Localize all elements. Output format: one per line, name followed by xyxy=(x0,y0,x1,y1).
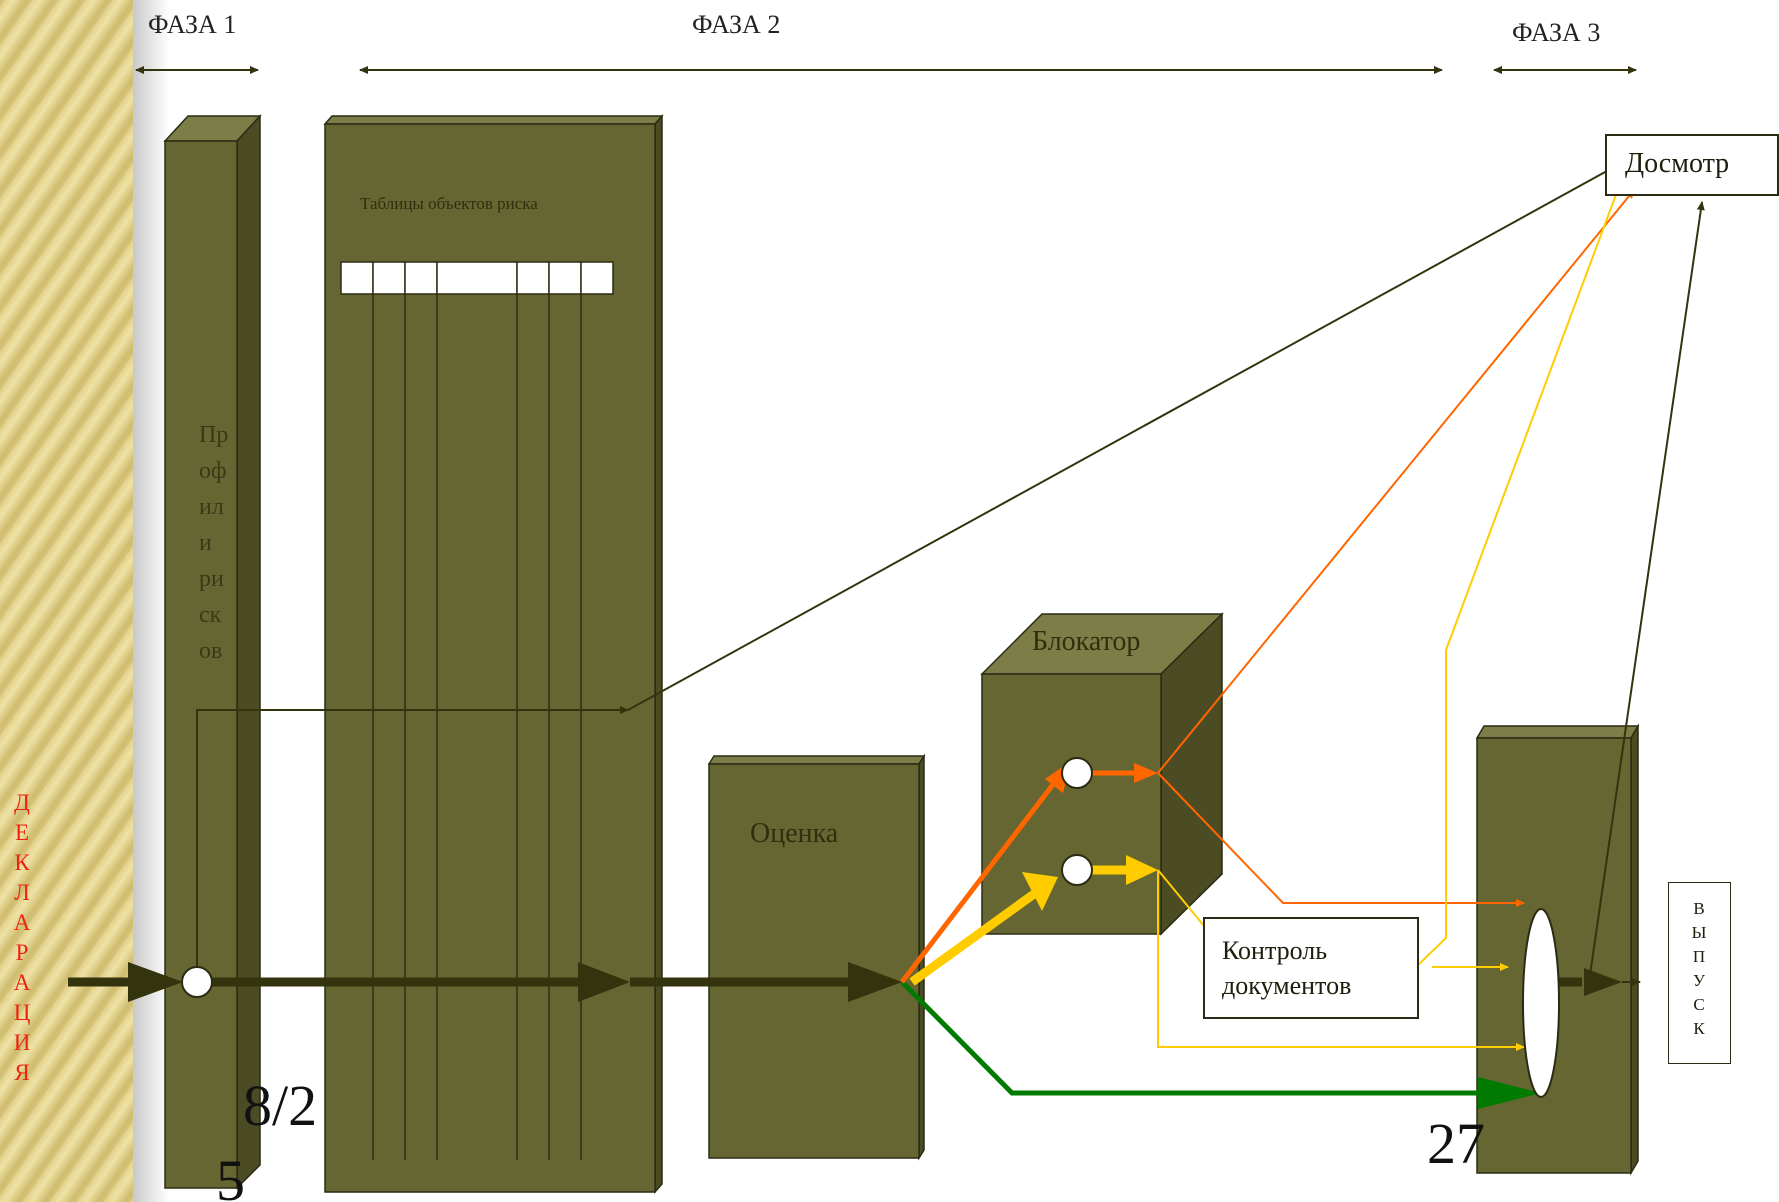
declaration-letter: Д xyxy=(14,790,30,815)
phase-2-label: ФАЗА 2 xyxy=(692,10,781,39)
risk-profiles-letter: Пр xyxy=(199,422,229,448)
risk-profiles-letter: ск xyxy=(199,602,222,628)
document-control-line: Контроль xyxy=(1222,936,1328,965)
band-edge-shadow xyxy=(133,0,169,1202)
red-route-to-gate xyxy=(1157,772,1525,907)
inspection-box: Досмотр xyxy=(1605,134,1779,196)
phase-3-label: ФАЗА 3 xyxy=(1512,18,1601,47)
evaluation-block xyxy=(707,753,926,1161)
risk-profiles-letter: ов xyxy=(199,638,223,664)
declaration-letter: Е xyxy=(14,820,30,845)
release-letter: П xyxy=(1692,947,1706,966)
inspection-label: Досмотр xyxy=(1625,148,1730,179)
document-control-label: Контроль документов xyxy=(1222,933,1351,1003)
risk-profiles-letter: ил xyxy=(199,494,224,520)
risk-tables-title: Таблицы объектов риска xyxy=(360,194,538,213)
risk-profiles-letter: и xyxy=(199,530,212,556)
red-route-to-inspection xyxy=(1157,189,1635,774)
declaration-letter: А xyxy=(13,910,31,935)
yellow-route-to-inspection xyxy=(1415,183,1621,968)
release-gate-lens xyxy=(1522,908,1560,1098)
document-control-line: документов xyxy=(1222,971,1352,1000)
release-label: В Ы П У С К xyxy=(1669,897,1729,1041)
blocker-label: Блокатор xyxy=(1032,626,1141,657)
declaration-letter: А xyxy=(13,970,31,995)
release-letter: К xyxy=(1693,1019,1705,1038)
release-to-inspection-route xyxy=(1588,201,1705,983)
page-number: 27 xyxy=(1427,1111,1485,1176)
yellow-route-to-gate xyxy=(1157,870,1525,1051)
declaration-label: Д Е К Л А Р А Ц И Я xyxy=(10,788,34,1088)
document-control-box: Контроль документов xyxy=(1203,917,1419,1019)
bottom-left-overlay-text: 5 xyxy=(216,1160,245,1202)
release-gate-block xyxy=(1475,723,1640,1176)
release-letter: Ы xyxy=(1691,923,1707,942)
blocker-block xyxy=(980,612,1224,936)
declaration-letter: Ц xyxy=(13,1000,31,1025)
risk-profiles-label: Пр оф ил и ри ск ов xyxy=(199,417,228,669)
fraction-overlay-text: 8/2 xyxy=(243,1073,318,1138)
risk-profiles-letter: оф xyxy=(199,458,227,484)
risk-profiles-block xyxy=(163,114,262,1190)
declaration-letter: Р xyxy=(15,940,29,965)
declaration-letter: Я xyxy=(14,1060,30,1085)
declaration-letter: К xyxy=(14,850,30,875)
release-letter: В xyxy=(1693,899,1705,918)
declaration-letter: Л xyxy=(14,880,30,905)
decorative-band xyxy=(0,0,133,1202)
release-letter: С xyxy=(1693,995,1705,1014)
phase-1-label: ФАЗА 1 xyxy=(148,10,237,39)
evaluation-label: Оценка xyxy=(750,818,839,849)
risk-profiles-letter: ри xyxy=(199,566,224,592)
entry-node xyxy=(181,966,213,998)
release-letter: У xyxy=(1692,971,1706,990)
risk-tables-block xyxy=(323,114,664,1194)
green-route xyxy=(900,980,1494,1096)
blocker-red-node xyxy=(1061,757,1093,789)
declaration-letter: И xyxy=(13,1030,31,1055)
direct-inspection-route xyxy=(196,165,1617,982)
risk-table-columns xyxy=(340,261,614,295)
release-box: В Ы П У С К xyxy=(1668,882,1731,1064)
blocker-yellow-node xyxy=(1061,854,1093,886)
